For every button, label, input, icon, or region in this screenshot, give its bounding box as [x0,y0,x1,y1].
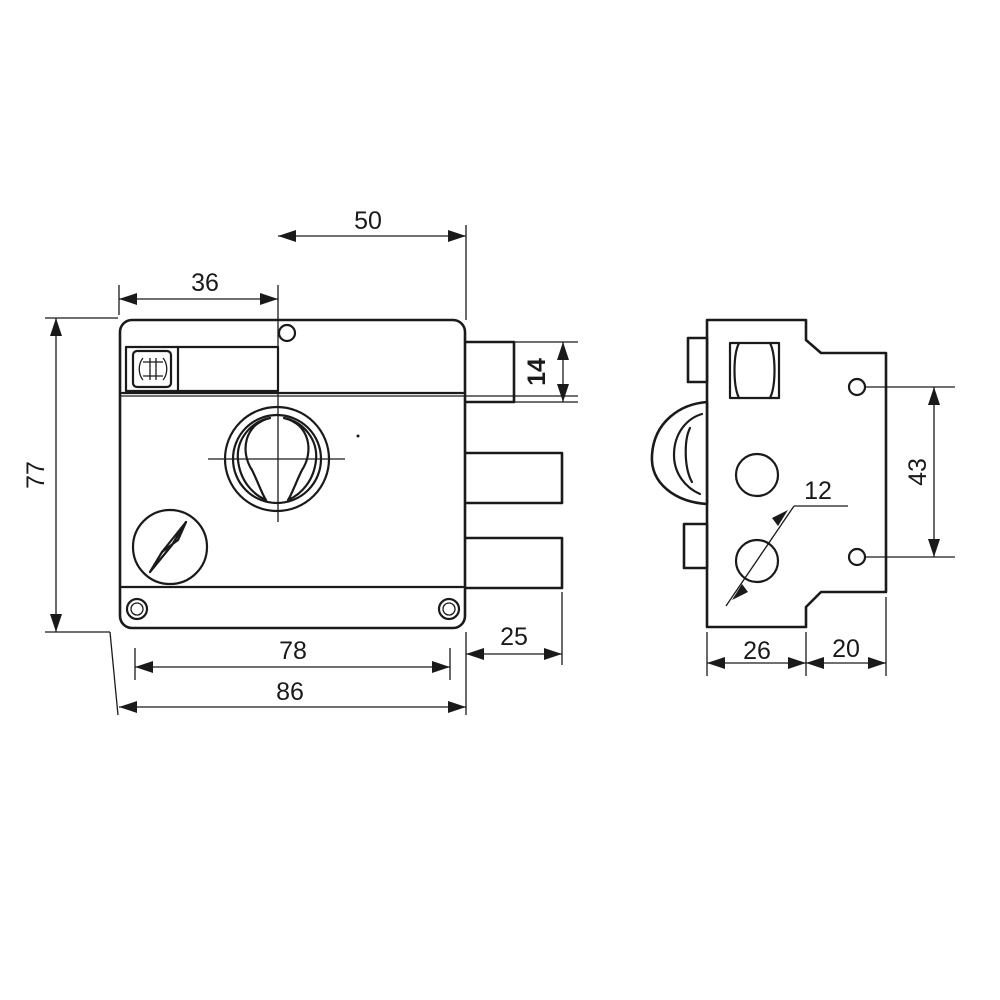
dimension-12: 12 [804,477,832,505]
dimension-77: 77 [22,461,50,489]
dimension-20: 20 [832,635,860,663]
front-dimensions: 50 36 77 14 78 86 25 [22,207,578,716]
side-profile [705,318,888,629]
dimension-43: 43 [904,458,932,486]
side-tab-top [686,336,709,384]
screw-bottom-right [437,597,461,621]
thumb-turn [131,508,209,586]
side-slot [728,341,781,400]
dimension-14: 14 [523,358,551,386]
screw-bottom-left [125,597,149,621]
dimension-25: 25 [500,623,528,651]
dimension-26: 26 [743,637,771,665]
cylinder-knob [223,405,331,513]
front-view [118,285,578,630]
side-view [650,318,888,629]
side-dimensions: 43 12 26 20 [706,386,955,676]
deadbolt-upper [460,451,564,505]
side-hole-cylinder [734,538,780,584]
side-tab-bottom [682,522,709,570]
screw-top [277,323,297,343]
dimension-36: 36 [191,269,219,297]
dimension-78: 78 [279,637,307,665]
dimension-86: 86 [276,678,304,706]
dimension-50: 50 [354,207,382,235]
side-knob [650,400,709,506]
deadbolt-lower [460,536,564,590]
latch-bolt [460,340,516,404]
mark-dot [356,434,360,438]
side-hole-upper [734,452,780,498]
